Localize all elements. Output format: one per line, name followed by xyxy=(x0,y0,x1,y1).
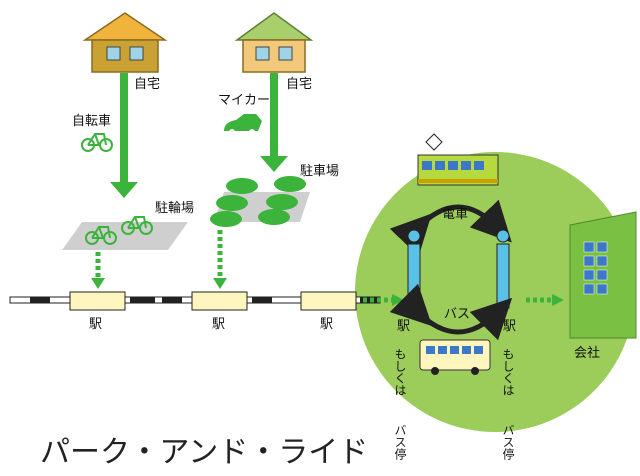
train-label: 電車 xyxy=(442,207,468,222)
car-parking-label: 駐車場 xyxy=(300,164,339,179)
mode-label-car: マイカー xyxy=(218,93,270,108)
dotted-arrow-icon xyxy=(213,278,227,289)
bicycle-parking-label: 駐輪場 xyxy=(155,200,194,216)
office-building-icon xyxy=(569,211,637,339)
mode-label-bicycle: 自転車 xyxy=(72,114,111,129)
bicycle-icon xyxy=(81,133,113,152)
bus-route-arrow xyxy=(389,283,513,341)
bicycle-parking-lot xyxy=(62,222,188,250)
train-route-arrow xyxy=(389,199,512,257)
dotted-arrow-icon xyxy=(91,278,105,289)
dotted-arrow-icon xyxy=(552,294,564,306)
circle-right-station-label: 駅 xyxy=(503,319,516,334)
circle-left-station-label: 駅 xyxy=(397,319,410,334)
house-icon xyxy=(234,12,314,73)
house-icon xyxy=(82,12,168,73)
company-label: 会社 xyxy=(574,345,600,361)
right-bus-stop: バス停 xyxy=(501,424,515,461)
bicycle-icon xyxy=(85,216,153,245)
right-or-note: もしくは xyxy=(501,348,515,396)
left-bus-stop: バス停 xyxy=(393,424,407,461)
station-box xyxy=(191,291,248,311)
station-label-3: 駅 xyxy=(320,317,333,332)
car-icon xyxy=(210,176,306,227)
diagram-title: パーク・アンド・ライド xyxy=(40,435,368,470)
home-label-2: 自宅 xyxy=(286,77,312,92)
station-box xyxy=(69,291,126,311)
left-or-note: もしくは xyxy=(393,348,407,396)
station-box xyxy=(300,291,357,311)
bus-label: バス xyxy=(444,307,470,322)
home-label-1: 自宅 xyxy=(134,77,160,92)
station-label-2: 駅 xyxy=(212,317,225,332)
car-icon xyxy=(224,114,262,135)
train-icon xyxy=(417,133,499,186)
bus-icon xyxy=(419,339,491,375)
station-label-1: 駅 xyxy=(89,317,102,332)
